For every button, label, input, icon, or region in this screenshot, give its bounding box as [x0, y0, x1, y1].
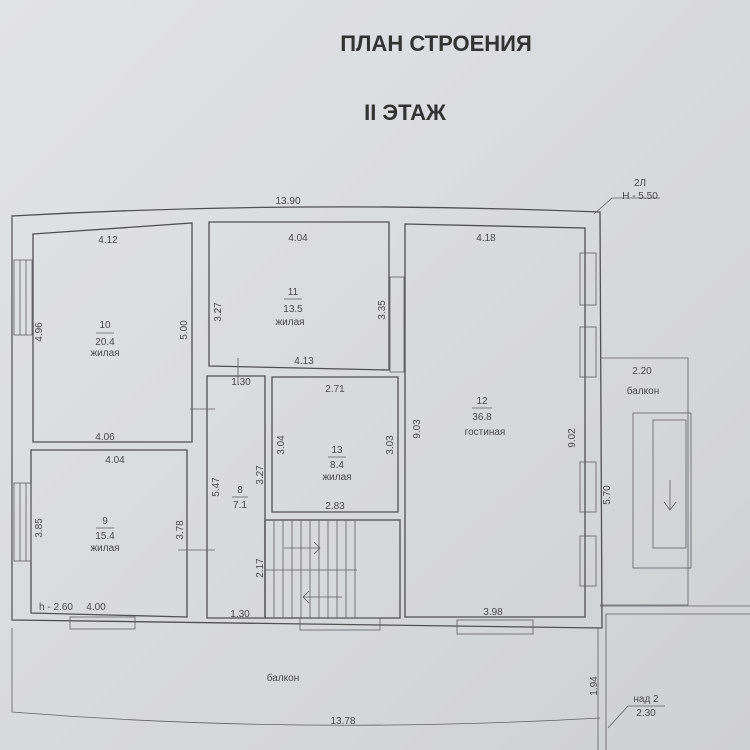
svg-text:4.13: 4.13 — [294, 356, 314, 367]
staircase — [264, 519, 401, 619]
svg-text:13: 13 — [331, 445, 343, 456]
svg-text:3.98: 3.98 — [483, 607, 503, 618]
svg-text:9.02: 9.02 — [567, 428, 578, 448]
room-10: 4.12 4.96 5.00 4.06 10 20.4 жилая — [13, 222, 193, 443]
balcony-right: 2.20 балкон — [600, 357, 692, 606]
height-marker: 2Л Н - 5.50 — [593, 178, 660, 215]
svg-text:10: 10 — [99, 320, 111, 331]
svg-text:4.18: 4.18 — [476, 233, 496, 244]
floor-title: II ЭТАЖ — [364, 100, 446, 125]
svg-text:3.04: 3.04 — [276, 435, 287, 455]
svg-text:9.03: 9.03 — [412, 419, 423, 439]
svg-text:3.35: 3.35 — [377, 300, 388, 320]
svg-text:7.1: 7.1 — [233, 500, 247, 511]
room-8-corridor: 1.30 5.47 3.27 8 7.1 1.30 2.17 — [190, 358, 266, 620]
svg-text:жилая: жилая — [322, 472, 351, 483]
outer-walls — [11, 206, 603, 629]
overall-dim-top: 13.90 — [275, 196, 300, 207]
svg-text:1.30: 1.30 — [230, 609, 250, 620]
svg-text:3.85: 3.85 — [34, 518, 45, 538]
overall-dim-bottom: 13.78 — [330, 716, 355, 727]
svg-text:3.78: 3.78 — [175, 520, 186, 540]
svg-text:20.4: 20.4 — [95, 337, 115, 348]
svg-text:2Л: 2Л — [634, 178, 646, 189]
room-13: 2.71 3.04 3.03 2.83 13 8.4 жилая — [271, 376, 399, 513]
svg-text:4.12: 4.12 — [98, 235, 118, 246]
svg-text:5.70: 5.70 — [602, 485, 613, 505]
ceiling-height: h - 2.60 — [39, 602, 73, 613]
svg-text:11: 11 — [288, 287, 299, 298]
svg-text:2.71: 2.71 — [325, 384, 345, 395]
svg-text:15.4: 15.4 — [95, 531, 115, 542]
svg-text:36.8: 36.8 — [472, 412, 492, 423]
svg-text:8: 8 — [237, 485, 243, 496]
svg-text:4.04: 4.04 — [288, 233, 308, 244]
svg-text:жилая: жилая — [90, 348, 119, 359]
svg-text:1.30: 1.30 — [231, 377, 251, 388]
svg-text:4.00: 4.00 — [86, 602, 106, 613]
svg-text:2.83: 2.83 — [325, 501, 345, 512]
balcony-bottom: балкон 13.78 1.94 — [11, 616, 601, 750]
svg-text:гостиная: гостиная — [465, 427, 506, 438]
svg-text:13.5: 13.5 — [283, 304, 303, 315]
svg-text:12: 12 — [476, 396, 488, 407]
svg-text:над 2: над 2 — [633, 694, 659, 705]
svg-text:жилая: жилая — [275, 317, 304, 328]
svg-text:балкон: балкон — [627, 385, 659, 397]
annex: над 2 2.30 — [600, 605, 750, 750]
svg-text:4.96: 4.96 — [34, 322, 45, 342]
svg-text:3.27: 3.27 — [255, 465, 266, 485]
svg-text:5.00: 5.00 — [179, 320, 190, 340]
svg-text:2.20: 2.20 — [632, 366, 652, 377]
svg-text:3.27: 3.27 — [213, 302, 224, 322]
svg-text:балкон: балкон — [267, 672, 299, 684]
svg-text:4.04: 4.04 — [105, 455, 125, 466]
svg-text:8.4: 8.4 — [330, 460, 344, 471]
svg-text:1.94: 1.94 — [589, 676, 600, 696]
room-9: 4.04 3.85 3.78 4.00 h - 2.60 9 15.4 жила… — [13, 449, 215, 618]
svg-text:2.17: 2.17 — [255, 558, 266, 578]
svg-text:жилая: жилая — [90, 543, 119, 554]
room-11: 4.04 3.27 3.35 4.13 11 13.5 жилая — [208, 221, 405, 373]
svg-text:5.47: 5.47 — [211, 477, 222, 497]
svg-text:4.06: 4.06 — [95, 432, 115, 443]
svg-text:9: 9 — [102, 516, 108, 527]
plan-title: ПЛАН СТРОЕНИЯ — [340, 31, 532, 56]
svg-text:2.30: 2.30 — [636, 708, 656, 719]
svg-text:3.03: 3.03 — [385, 435, 396, 455]
room-12: 4.18 9.03 9.02 3.98 5.70 12 36.8 гостина… — [404, 223, 613, 635]
svg-text:Н - 5.50: Н - 5.50 — [622, 191, 658, 202]
